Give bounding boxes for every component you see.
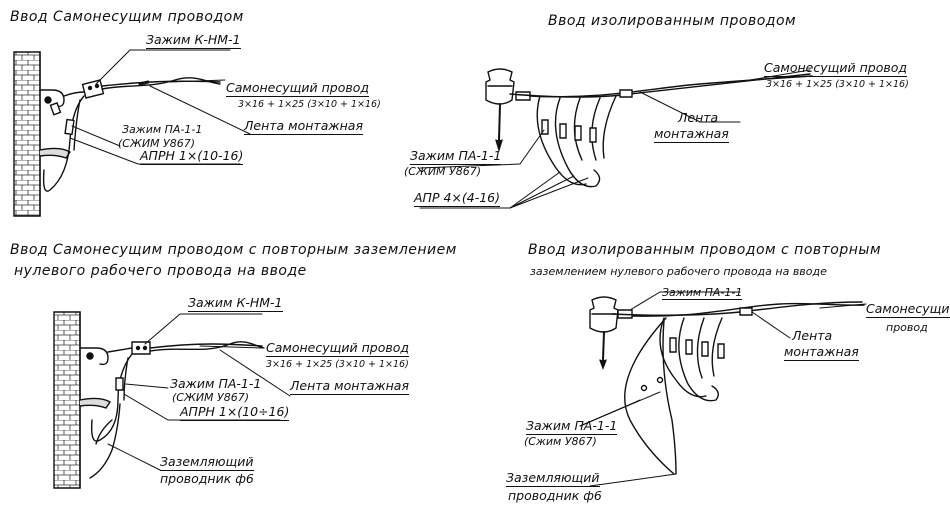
tl-pa-clamp-label: Зажим ПА-1-1: [122, 123, 203, 136]
br-cable-label-2: провод: [886, 321, 928, 334]
tl-tape-label: Лента монтажная: [244, 118, 363, 135]
tr-pa-clamp-label: Зажим ПА-1-1: [410, 148, 502, 165]
br-ground-2: проводник ф6: [508, 488, 602, 503]
bl-ground-2: проводник ф6: [160, 471, 254, 486]
br-pa-clamp-sub: (Сжим У867): [524, 435, 597, 448]
br-pa-clamp-label: Зажим ПА-1-1: [526, 418, 618, 435]
br-tape-label-2: монтажная: [784, 344, 859, 361]
br-tape-label-1: Лента: [792, 328, 833, 343]
tr-tape-label-2: монтажная: [654, 126, 729, 143]
panel-tl-drawing: [14, 50, 250, 216]
tl-wire-label: АПРН 1×(10-16): [140, 148, 244, 165]
br-title-1: Ввод изолированным проводом с повторным: [528, 242, 882, 258]
bl-pa-clamp-label: Зажим ПА-1-1: [170, 376, 262, 391]
bl-wire-label: АПРН 1×(10÷16): [180, 404, 290, 421]
br-ground-1: Заземляющий: [506, 470, 600, 487]
tr-tape-label-1: Лента: [678, 110, 719, 125]
bl-title-1: Ввод Самонесущим проводом с повторным за…: [10, 242, 457, 258]
bl-title-2: нулевого рабочего провода на вводе: [14, 263, 307, 279]
clamp-k-nm-1-bl: [132, 342, 150, 354]
wall-bl: [54, 312, 80, 488]
panel-tr-drawing: [420, 69, 812, 208]
tr-pa-clamp-sub: (СЖИМ У867): [404, 165, 482, 178]
tr-cable-label: Самонесущий провод: [764, 60, 908, 77]
tr-cable-spec: 3×16 + 1×25 (3×10 + 1×16): [766, 79, 909, 90]
tl-cable-label: Самонесущий провод: [226, 80, 370, 97]
bl-cable-spec: 3×16 + 1×25 (3×10 + 1×16): [266, 359, 409, 370]
tl-title: Ввод Самонесущим проводом: [10, 9, 244, 25]
bl-cable-label: Самонесущий провод: [266, 340, 410, 357]
bl-pa-clamp-sub: (СЖИМ У867): [172, 391, 250, 404]
tl-pa-clamp-sub: (СЖИМ У867): [118, 137, 196, 150]
bl-ground-1: Заземляющий: [160, 454, 254, 471]
panel-br-drawing: [580, 292, 866, 486]
bl-clamp-label: Зажим К-НМ-1: [188, 295, 283, 312]
tl-cable-spec: 3×16 + 1×25 (3×10 + 1×16): [238, 99, 381, 110]
tr-wire-label: АПР 4×(4-16): [414, 190, 501, 207]
bl-tape-label: Лента монтажная: [290, 378, 409, 395]
br-title-2: заземлением нулевого рабочего провода на…: [530, 265, 827, 278]
tr-title: Ввод изолированным проводом: [548, 13, 797, 29]
clamp-k-nm-1: [83, 80, 104, 98]
tl-clamp-label: Зажим К-НМ-1: [146, 32, 241, 49]
wall-tl: [14, 52, 40, 216]
panel-bl-drawing: [54, 312, 290, 488]
br-cable-label-1: Самонесущий: [866, 302, 950, 318]
br-clamp-label: Зажим ПА-1-1: [662, 286, 743, 300]
